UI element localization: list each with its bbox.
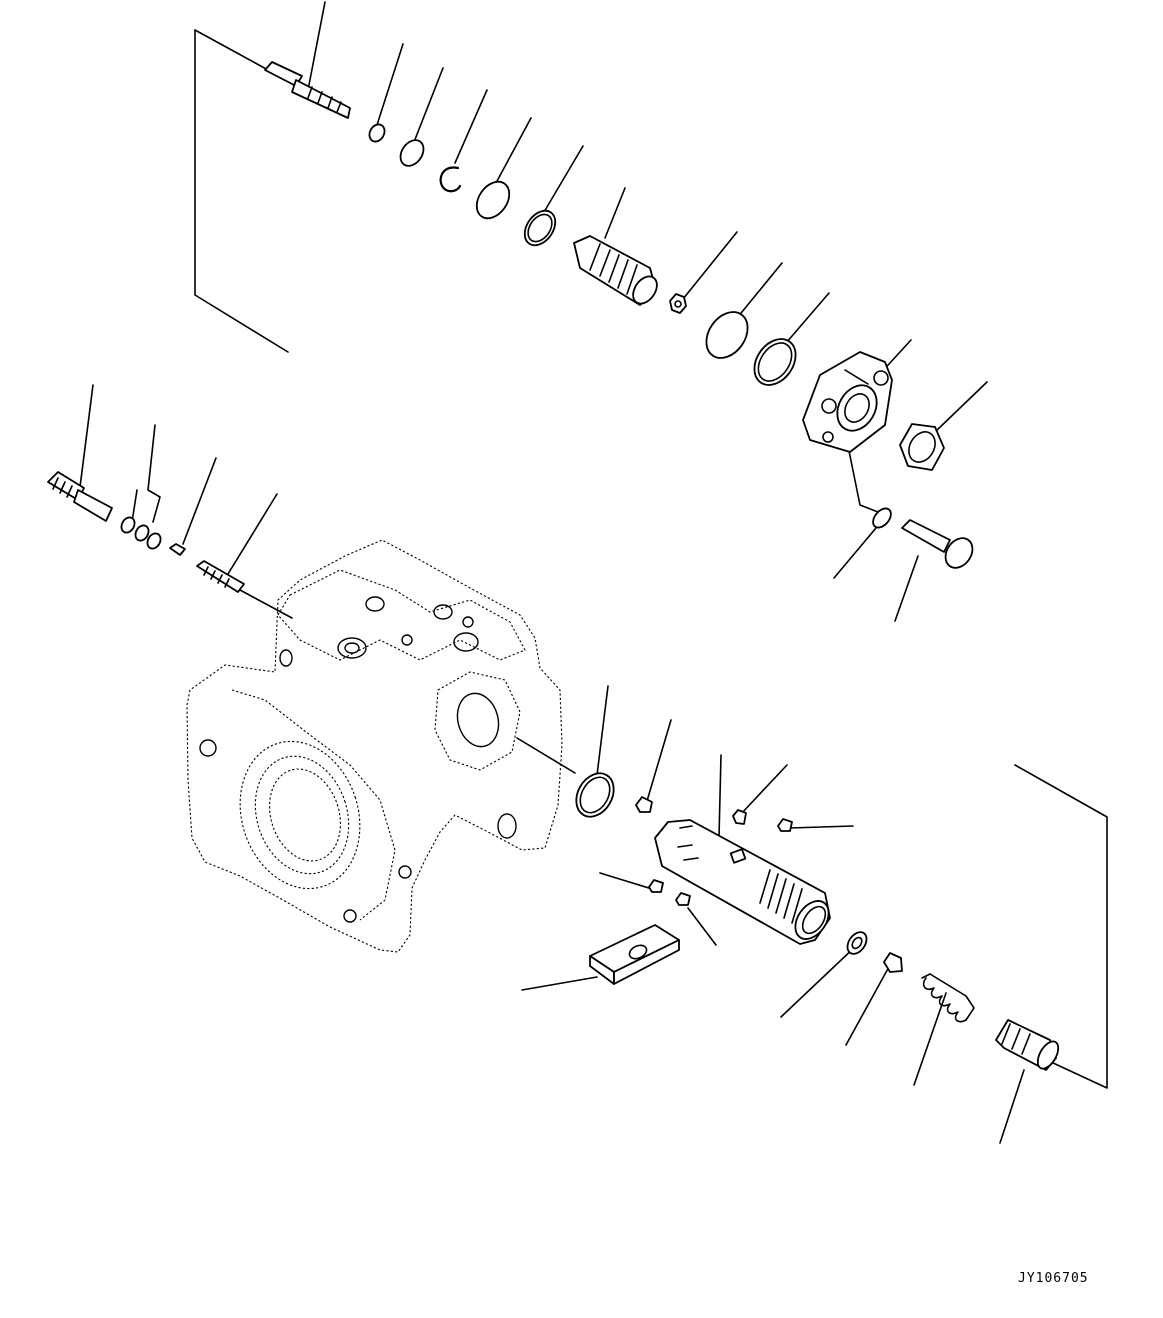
backup-ring-icon xyxy=(705,311,749,359)
assembly-bracket-lower xyxy=(1014,764,1108,1089)
plug-icon xyxy=(732,809,747,825)
plug-icon xyxy=(648,879,664,893)
o-ring-icon xyxy=(575,772,615,818)
plug-icon xyxy=(635,796,653,813)
spool-icon xyxy=(264,61,351,119)
backup-ring-icon xyxy=(475,180,511,220)
o-ring-icon xyxy=(753,338,797,386)
assembly-bracket-upper xyxy=(194,29,291,353)
threaded-stud-icon xyxy=(196,560,245,593)
hex-nut-icon xyxy=(899,423,945,471)
spring-icon xyxy=(921,973,975,1023)
small-o-ring-icon xyxy=(368,123,386,143)
cap-icon xyxy=(995,1019,1060,1071)
sleeve-icon xyxy=(573,235,658,306)
plug-icon xyxy=(47,471,113,522)
washer-icon xyxy=(872,507,892,529)
flange-cover-icon xyxy=(802,351,893,453)
plug-icon xyxy=(777,818,793,832)
seat-icon xyxy=(846,931,868,955)
snap-ring-icon xyxy=(439,166,462,193)
leader-lines xyxy=(79,1,1025,1144)
valve-housing-icon xyxy=(654,819,831,945)
drawing-number: JY106705 xyxy=(1018,1271,1089,1286)
block-icon xyxy=(589,924,680,985)
o-ring-set-icon xyxy=(120,516,162,550)
piston-icon xyxy=(883,952,903,973)
plug-icon xyxy=(675,892,691,906)
pump-body-icon xyxy=(186,539,563,953)
o-ring-icon xyxy=(523,209,557,247)
nut-icon xyxy=(669,293,687,314)
o-ring-icon xyxy=(399,139,425,167)
bolt-icon xyxy=(901,519,974,569)
pin-icon xyxy=(169,543,186,556)
